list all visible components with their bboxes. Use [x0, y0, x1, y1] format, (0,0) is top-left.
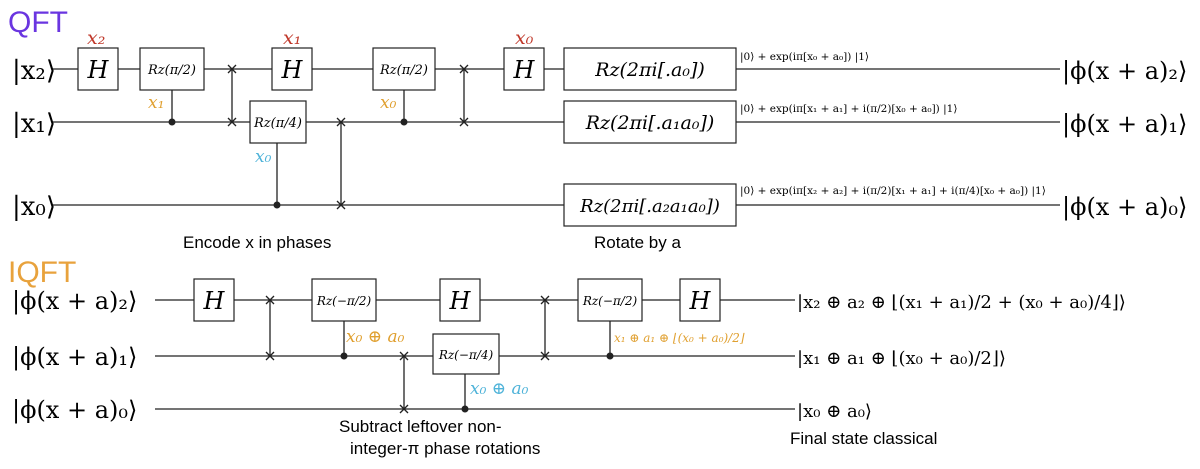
iqft-output-q1: |x₁ ⊕ a₁ ⊕ ⌊(x₀ + a₀)/2⌋⟩: [797, 348, 1006, 369]
svg-text:Rz(−π/2): Rz(−π/2): [316, 294, 372, 308]
qft-rz-pi4-gate: [249, 100, 307, 144]
svg-text:H: H: [203, 287, 226, 315]
qft-heading: QFT: [8, 6, 68, 39]
iqft-gates: [193, 278, 721, 375]
iqft-ctrl-label-a: x₀ ⊕ a₀: [346, 327, 405, 347]
iqft-caption-final: Final state classical: [790, 429, 937, 448]
iqft-control-dot-c: [606, 352, 614, 360]
svg-text:H: H: [281, 56, 304, 84]
qft-state-q2: |0⟩ + exp(iπ[x₀ + a₀]) |1⟩: [740, 51, 869, 64]
qft-label-x0-top: x₀: [515, 27, 534, 49]
qft-h-gate-2: [271, 47, 313, 91]
qft-control-dot-q1-b: [400, 118, 408, 126]
qft-h-gate-3: [503, 47, 545, 91]
qft-gate-labels: H Rz(π/2) Rz(π/4) H Rz(π/2) H Rz(2πi[.a₀…: [87, 56, 720, 217]
svg-text:Rz(π/2): Rz(π/2): [379, 63, 428, 78]
qft-input-q1: |x₁⟩: [12, 109, 56, 139]
svg-text:H: H: [689, 287, 712, 315]
svg-text:H: H: [513, 56, 536, 84]
qft-output-q1: |ϕ(x + a)₁⟩: [1062, 110, 1187, 139]
qft-gates: [77, 47, 737, 227]
qft-control-dot-q1: [168, 118, 176, 126]
iqft-h-gate-2: [439, 278, 481, 322]
qft-output-q0: |ϕ(x + a)₀⟩: [1062, 193, 1187, 222]
iqft-output-q2: |x₂ ⊕ a₂ ⊕ ⌊(x₁ + a₁)/2 + (x₀ + a₀)/4⌋⟩: [797, 292, 1126, 313]
qft-wires: [52, 68, 1060, 206]
svg-text:H: H: [87, 56, 110, 84]
svg-text:Rz(2πi[.a₀]): Rz(2πi[.a₀]): [594, 59, 705, 81]
qft-rz-a0-gate: [563, 47, 737, 91]
iqft-rz-mpi2-gate-1: [311, 278, 377, 322]
iqft-rz-mpi4-gate: [432, 333, 500, 375]
iqft-h-gate-3: [679, 278, 721, 322]
qft-state-q0: |0⟩ + exp(iπ[x₂ + a₂] + i(π/2)[x₁ + a₁] …: [740, 185, 1046, 198]
qft-ctrl-label-x0-blue: x₀: [255, 147, 272, 167]
iqft-swaps: [265, 295, 550, 414]
qft-rz-a1a0-gate: [563, 100, 737, 144]
qft-h-gate-1: [77, 47, 119, 91]
svg-text:Rz(−π/4): Rz(−π/4): [438, 348, 494, 362]
svg-text:Rz(2πi[.a₂a₁a₀]): Rz(2πi[.a₂a₁a₀]): [579, 196, 720, 217]
iqft-control-dot-a: [340, 352, 348, 360]
iqft-rz-mpi2-gate-2: [577, 278, 643, 322]
iqft-controls: [343, 321, 611, 409]
iqft-output-q0: |x₀ ⊕ a₀⟩: [797, 401, 872, 422]
iqft-input-q1: |ϕ(x + a)₁⟩: [12, 343, 137, 372]
svg-text:Rz(−π/2): Rz(−π/2): [582, 294, 638, 308]
qft-control-dot-q0: [273, 201, 281, 209]
iqft-ctrl-label-b: x₀ ⊕ a₀: [470, 379, 529, 399]
qft-rz-pi2-gate-2: [372, 47, 436, 91]
qft-label-x2: x₂: [87, 27, 105, 49]
svg-text:Rz(π/2): Rz(π/2): [147, 63, 196, 78]
qft-input-q2: |x₂⟩: [12, 56, 56, 86]
iqft-heading: IQFT: [8, 256, 76, 289]
qft-output-q2: |ϕ(x + a)₂⟩: [1062, 57, 1187, 86]
qft-controls: [171, 90, 405, 205]
qft-swaps: [227, 64, 469, 210]
iqft-caption-subtract-line2: integer-π phase rotations: [350, 439, 540, 458]
iqft-control-dot-b: [461, 405, 469, 413]
qft-state-q1: |0⟩ + exp(iπ[x₁ + a₁] + i(π/2)[x₀ + a₀])…: [740, 103, 957, 116]
svg-text:Rz(2πi[.a₁a₀]): Rz(2πi[.a₁a₀]): [585, 112, 715, 134]
qft-input-q0: |x₀⟩: [12, 192, 56, 222]
svg-text:Rz(π/4): Rz(π/4): [253, 116, 302, 131]
iqft-gate-labels: H Rz(−π/2) H Rz(−π/4) Rz(−π/2) H: [203, 287, 712, 362]
iqft-caption-subtract-line1: Subtract leftover non-: [339, 417, 502, 436]
qft-rz-a2a1a0-gate: [563, 183, 737, 227]
iqft-h-gate-1: [193, 278, 235, 322]
qft-caption-rotate: Rotate by a: [594, 233, 681, 252]
qft-label-x1-top: x₁: [283, 27, 301, 49]
iqft-input-q2: |ϕ(x + a)₂⟩: [12, 287, 137, 316]
qft-caption-encode: Encode x in phases: [183, 233, 331, 252]
qft-ctrl-label-x0-orange: x₀: [380, 93, 397, 113]
iqft-ctrl-label-c: x₁ ⊕ a₁ ⊕ ⌊(x₀ + a₀)/2⌋: [614, 331, 745, 345]
qft-ctrl-label-x1: x₁: [148, 93, 164, 113]
iqft-input-q0: |ϕ(x + a)₀⟩: [12, 396, 137, 425]
svg-text:H: H: [449, 287, 472, 315]
qft-rz-pi2-gate-1: [139, 47, 205, 91]
